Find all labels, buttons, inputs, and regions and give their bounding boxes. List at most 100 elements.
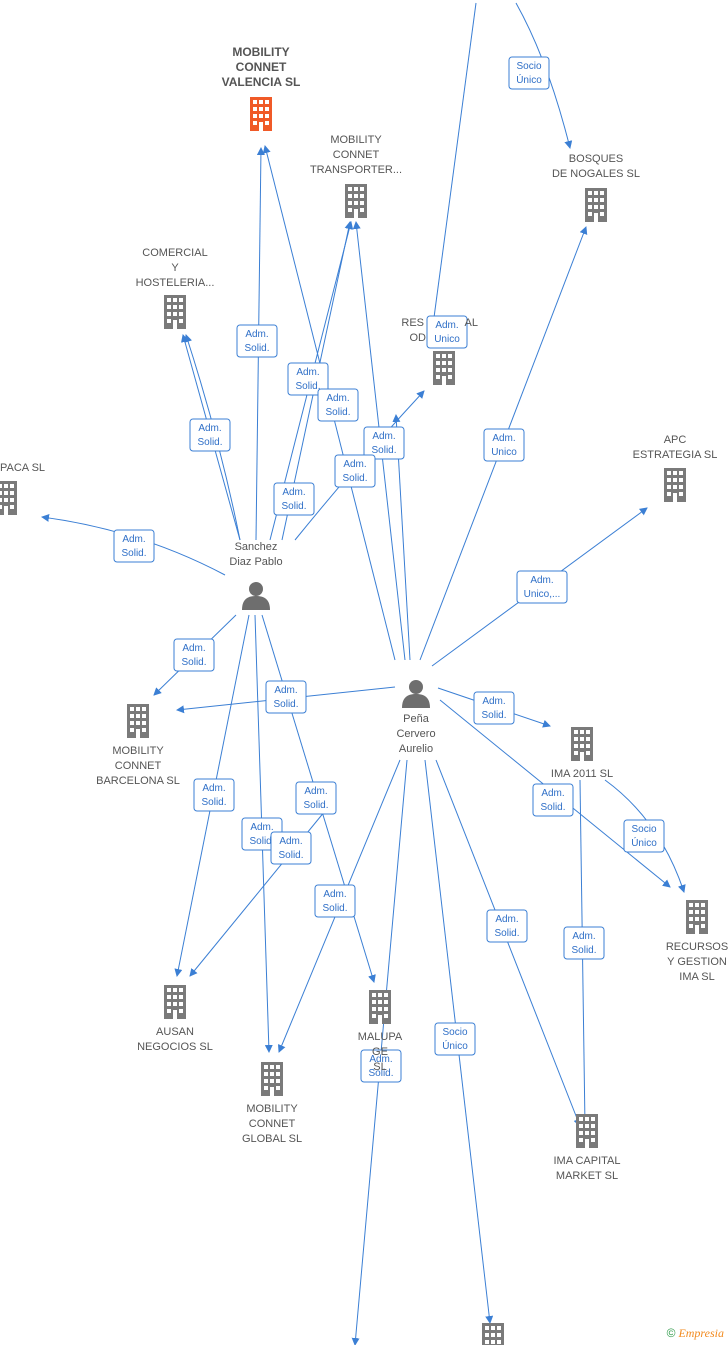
edge-label-text: Adm. bbox=[122, 534, 145, 545]
edge-label-text: Solid. bbox=[244, 343, 269, 354]
building-icon bbox=[0, 481, 17, 515]
node-label: MALUPA bbox=[358, 1031, 403, 1043]
node-label: MOBILITY bbox=[112, 745, 164, 757]
edge-label-text: Solid. bbox=[121, 548, 146, 559]
edge-label-text: Socio bbox=[516, 61, 541, 72]
edge-label-text: Unico,... bbox=[524, 589, 561, 600]
node-label: Y GESTION bbox=[667, 956, 727, 968]
edge-label-e12[interactable]: Adm.Unico,... bbox=[516, 570, 568, 604]
node-mcb[interactable]: MOBILITY CONNET BARCELONA SL bbox=[96, 704, 180, 787]
node-label: Cervero bbox=[396, 728, 435, 740]
building-icon bbox=[369, 990, 391, 1024]
node-label: ESTRATEGIA SL bbox=[633, 449, 718, 461]
edge-label-text: Solid. bbox=[481, 710, 506, 721]
node-label: PACA SL bbox=[0, 462, 45, 474]
node-label: BARCELONA SL bbox=[96, 775, 180, 787]
edge-label-text: Solid. bbox=[278, 850, 303, 861]
node-ima[interactable]: IMA 2011 SL bbox=[551, 727, 613, 780]
node-com[interactable]: COMERCIALYHOSTELERIA... bbox=[136, 247, 215, 329]
edge-label-text: Adm. bbox=[482, 696, 505, 707]
node-label: GE bbox=[372, 1046, 388, 1058]
edge-label-e15[interactable]: Adm. Solid. bbox=[473, 691, 515, 725]
edge-label-e19[interactable]: Adm.Solid. bbox=[295, 781, 337, 815]
edge-label-e24[interactable]: Adm.Solid. bbox=[563, 926, 605, 960]
edge-label-text: Único bbox=[516, 73, 542, 86]
edge-label-e14[interactable]: Adm.Solid. bbox=[265, 680, 307, 714]
person-icon bbox=[402, 680, 430, 708]
node-mct[interactable]: MOBILITYCONNETTRANSPORTER... bbox=[310, 134, 402, 218]
node-label: MOBILITY bbox=[232, 45, 289, 59]
edge-label-text: Solid. bbox=[371, 445, 396, 456]
edge-label-e6[interactable]: Adm.Solid. bbox=[189, 418, 231, 452]
edge-label-e7[interactable]: Adm. Solid. bbox=[363, 426, 405, 460]
edge-label-e22[interactable]: Adm.Solid. bbox=[314, 884, 356, 918]
node-label: DE NOGALES SL bbox=[552, 168, 640, 180]
edge-label-text: Adm. bbox=[541, 788, 564, 799]
node-label: AL bbox=[465, 317, 478, 329]
edge-label-e11[interactable]: Adm. Solid. bbox=[113, 529, 155, 563]
edge-label-e9[interactable]: Adm.Unico bbox=[483, 428, 525, 462]
node-paca[interactable]: PACA SL bbox=[0, 462, 45, 515]
node-label: IMA SL bbox=[679, 971, 714, 983]
edge-label-text: Solid. bbox=[322, 903, 347, 914]
edge-label-text: Solid. bbox=[197, 437, 222, 448]
node-label: Y bbox=[171, 262, 179, 274]
edge-label-e10[interactable]: Adm.Solid. bbox=[273, 482, 315, 516]
edge-label-text: Adm. bbox=[250, 822, 273, 833]
edge-label-e17[interactable]: Adm.Solid. bbox=[193, 778, 235, 812]
node-label: COMERCIAL bbox=[142, 247, 207, 259]
edge-label-e16[interactable]: Adm. Solid. bbox=[532, 783, 574, 817]
edge-label-text: Adm. bbox=[492, 433, 515, 444]
edge-label-text: Adm. bbox=[326, 393, 349, 404]
node-label: Peña bbox=[403, 713, 430, 725]
building-icon bbox=[164, 985, 186, 1019]
edge-label-e8[interactable]: Adm. Solid. bbox=[334, 454, 376, 488]
node-label: CONNET bbox=[236, 60, 287, 74]
edge-label-text: Solid. bbox=[540, 802, 565, 813]
edge-label-text: Adm. bbox=[274, 685, 297, 696]
edge-label-e13[interactable]: Adm.Solid. bbox=[173, 638, 215, 672]
node-label: MOBILITY bbox=[246, 1103, 298, 1115]
edge-label-text: Único bbox=[442, 1039, 468, 1052]
edge-label-text: Solid. bbox=[249, 836, 274, 847]
node-label: IMA 2011 SL bbox=[551, 768, 613, 780]
node-label: IMA CAPITAL bbox=[553, 1155, 620, 1167]
edge-label-e26[interactable]: Adm.Solid. bbox=[360, 1049, 402, 1083]
edge-label-e21[interactable]: Adm.Solid. bbox=[270, 831, 312, 865]
edge-label-e5[interactable]: Adm.Solid. bbox=[317, 388, 359, 422]
edge-label-text: Adm. bbox=[343, 459, 366, 470]
edge-label-text: Solid. bbox=[368, 1068, 393, 1079]
building-icon bbox=[482, 1323, 504, 1345]
building-icon bbox=[433, 351, 455, 385]
edge-label-e3[interactable]: Adm.Solid. bbox=[236, 324, 278, 358]
node-label: RES bbox=[401, 317, 424, 329]
edge-label-text: Solid. bbox=[494, 928, 519, 939]
edge-label-text: Adm. bbox=[372, 431, 395, 442]
edge-label-e2[interactable]: Adm.Unico bbox=[426, 315, 468, 349]
edge-label-text: Solid. bbox=[342, 473, 367, 484]
edge-label-text: Adm. bbox=[202, 783, 225, 794]
building-icon bbox=[164, 295, 186, 329]
edge-label-text: Solid. bbox=[281, 501, 306, 512]
edge-label-e23[interactable]: Adm.Solid. bbox=[486, 909, 528, 943]
building-icon bbox=[664, 468, 686, 502]
edge-label-e4[interactable]: Adm.Solid. bbox=[287, 362, 329, 396]
node-label: CONNET bbox=[115, 760, 162, 772]
node-bot[interactable] bbox=[482, 1323, 504, 1345]
node-label: AUSAN bbox=[156, 1026, 194, 1038]
